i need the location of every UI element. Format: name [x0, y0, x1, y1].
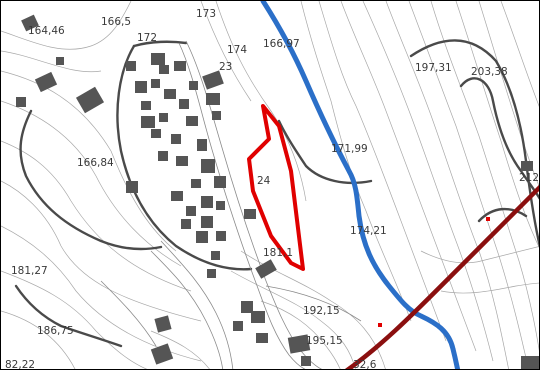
elevation-label: 166,5	[101, 16, 131, 28]
elevation-label: 166,97	[263, 38, 300, 50]
power-line-markers	[378, 217, 490, 327]
elevation-label: 192,15	[303, 305, 340, 317]
elevation-label: 32,6	[353, 359, 377, 370]
elevation-label: 171,99	[331, 143, 368, 155]
elevation-label: 173	[196, 8, 216, 20]
elevation-label: 166,84	[77, 157, 114, 169]
elevation-label: 181,1	[263, 247, 293, 259]
elevation-label: 195,15	[306, 335, 343, 347]
river	[260, 1, 461, 369]
elevation-label: 174,21	[350, 225, 387, 237]
elevation-label: 197,31	[415, 62, 452, 74]
elevation-label: 203,38	[471, 66, 508, 78]
elevation-label: 186,75	[37, 325, 74, 337]
elevation-label: 164,46	[28, 25, 65, 37]
major-contours	[14, 39, 539, 348]
elevation-label: 82,22	[5, 359, 35, 370]
roads	[100, 40, 362, 369]
elevation-label: 24	[257, 175, 271, 187]
elevation-label: 172	[137, 32, 157, 44]
power-line	[344, 184, 539, 369]
elevation-labels: 164,46 166,5 172 173 174 23 166,97 197,3…	[5, 8, 539, 370]
elevation-label: 174	[227, 44, 247, 56]
buildings	[16, 14, 539, 369]
highlighted-parcel-outline[interactable]	[247, 104, 305, 271]
elevation-label: 181,27	[11, 265, 48, 277]
elevation-label: 23	[219, 61, 232, 73]
elevation-label: 212	[519, 172, 539, 184]
